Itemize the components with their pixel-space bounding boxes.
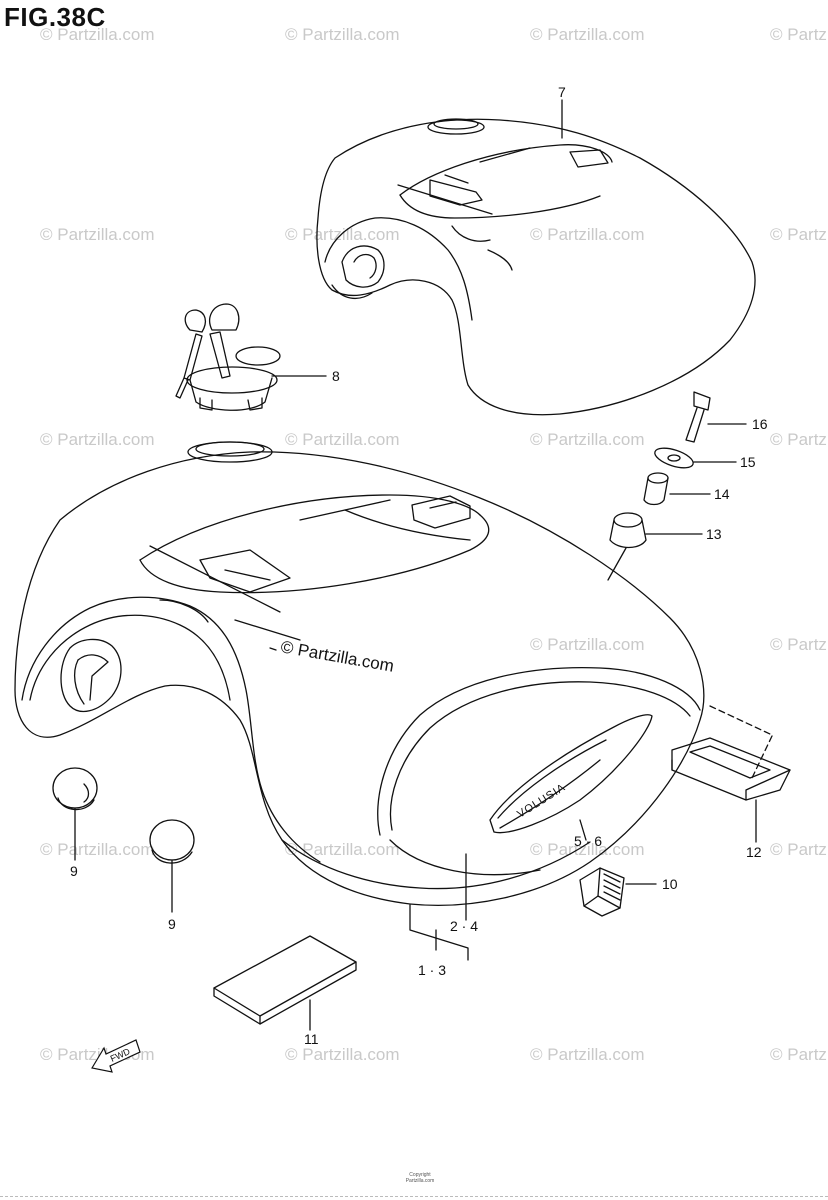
watermark: © Partzilla.com	[770, 430, 828, 449]
tank-cover-part-7	[316, 118, 756, 416]
pad-guide-line	[751, 735, 773, 779]
label-part-7: 7	[558, 84, 566, 100]
label-part-13: 13	[706, 526, 722, 542]
plug-part-9	[149, 819, 195, 864]
watermark: © Partzilla.com	[770, 1045, 828, 1064]
watermark-center: © Partzilla.com	[279, 637, 395, 676]
watermark: © Partzilla.com	[40, 840, 155, 859]
watermark: © Partzilla.com	[40, 225, 155, 244]
watermark: © Partzilla.com	[530, 1045, 645, 1064]
watermark: © Partzilla.com	[770, 225, 828, 244]
label-part-15: 15	[740, 454, 756, 470]
sheet-part-11	[213, 935, 357, 1025]
label-part-12: 12	[746, 844, 762, 860]
watermark: © Partzilla.com	[530, 635, 645, 654]
cushion-part-13	[609, 512, 647, 549]
watermark: © Partzilla.com	[770, 840, 828, 859]
washer-part-15	[654, 447, 694, 469]
label-part-2-4: 2 · 4	[450, 918, 478, 934]
watermark: © Partzilla.com	[40, 430, 155, 449]
pad-guide-line	[709, 705, 771, 735]
watermark: © Partzilla.com	[530, 225, 645, 244]
watermark: © Partzilla.com	[285, 225, 400, 244]
leader-lines	[74, 99, 757, 1031]
label-part-14: 14	[714, 486, 730, 502]
figure-title: FIG.38C	[4, 2, 106, 32]
watermark: © Partzilla.com	[285, 840, 400, 859]
watermark: © Partzilla.com	[770, 25, 828, 44]
footer-copyright: Copyright Partzilla.com	[340, 1172, 500, 1184]
tank-pad-part-12	[671, 737, 791, 801]
collar-part-14	[643, 472, 669, 506]
fuel-cap-part-8	[175, 303, 281, 411]
fuel-tank-part-1-3	[14, 441, 705, 906]
watermark: © Partzilla.com	[40, 25, 155, 44]
tank-emblem-part-5-6	[489, 714, 653, 834]
watermark: © Partzilla.com	[285, 1045, 400, 1064]
watermark: © Partzilla.com	[530, 25, 645, 44]
watermark: © Partzilla.com	[285, 25, 400, 44]
watermark: © Partzilla.com	[530, 430, 645, 449]
bottom-divider	[0, 1196, 828, 1197]
label-part-16: 16	[752, 416, 768, 432]
label-part-5-6: 5 · 6	[574, 833, 602, 849]
label-part-8: 8	[332, 368, 340, 384]
part-labels: 7 8 16 15 14 13 9 9 5 · 6 12 10 2 · 4 1 …	[70, 84, 768, 1047]
footer-line: Copyright	[409, 1172, 431, 1178]
label-part-1-3: 1 · 3	[418, 962, 446, 978]
watermark: © Partzilla.com	[530, 840, 645, 859]
label-part-9: 9	[70, 863, 78, 879]
clip-part-10	[579, 867, 625, 917]
watermark: © Partzilla.com	[285, 430, 400, 449]
emblem-text: VOLUSIA	[515, 781, 568, 820]
forward-arrow-icon: FWD	[91, 1039, 141, 1073]
footer-line: Partzilla.com	[405, 1178, 435, 1184]
watermark-layer: © Partzilla.com © Partzilla.com © Partzi…	[40, 25, 828, 1064]
bolt-part-16	[685, 391, 711, 443]
plug-part-9	[52, 767, 98, 811]
label-part-10: 10	[662, 876, 678, 892]
label-part-11: 11	[304, 1031, 319, 1047]
label-part-9: 9	[168, 916, 176, 932]
watermark: © Partzilla.com	[770, 635, 828, 654]
